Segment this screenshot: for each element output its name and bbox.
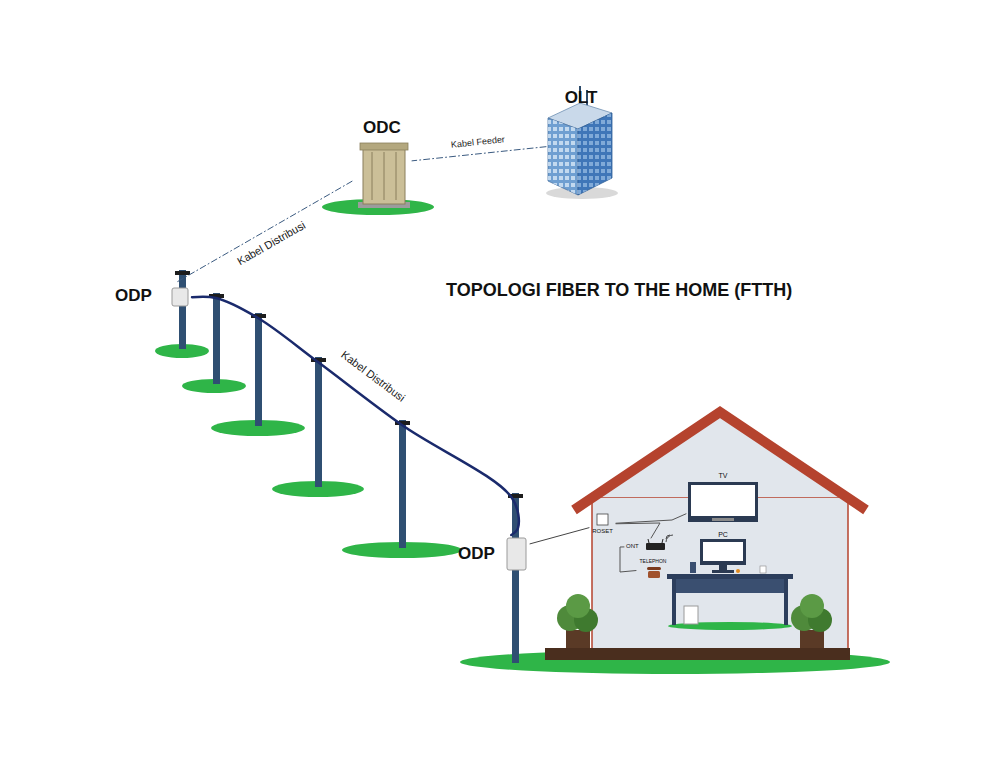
- odp-box: [172, 288, 188, 306]
- node-box: ONT: [624, 538, 668, 555]
- node-label: ODP: [458, 545, 495, 564]
- node-label: ODP: [115, 287, 152, 306]
- odp-box: [507, 538, 526, 570]
- diagram-title: TOPOLOGI FIBER TO THE HOME (FTTH): [446, 280, 792, 301]
- monitor-screen: [703, 542, 743, 561]
- waste-bin: [684, 606, 698, 624]
- node-label: ONT: [626, 543, 639, 550]
- pole: [179, 270, 186, 349]
- desk-leg: [672, 579, 676, 625]
- node-box: TV: [686, 471, 760, 524]
- node-box: ODP: [113, 282, 192, 310]
- node-label: ODC: [363, 119, 401, 138]
- tv-bar: [712, 518, 734, 521]
- node-box: ROSET: [589, 512, 616, 536]
- poles: [179, 270, 519, 663]
- phone-handset: [647, 567, 661, 570]
- phone-base: [648, 571, 660, 578]
- wifi-symbol: [666, 535, 673, 542]
- plant-pot: [566, 630, 590, 648]
- cable-line: [616, 523, 660, 538]
- building-face: [548, 118, 578, 195]
- pole: [315, 357, 322, 487]
- house-floor: [545, 648, 850, 660]
- node-box: ODC: [352, 118, 412, 210]
- router-antenna: [648, 539, 649, 543]
- cabinet-body: [363, 148, 405, 204]
- telephone: [647, 567, 661, 578]
- bush: [791, 594, 832, 648]
- cabinet-slat: [396, 152, 397, 200]
- bush-leaves: [566, 594, 590, 618]
- cable-label: Kabel Feeder: [448, 135, 507, 151]
- building-windows: [548, 118, 578, 195]
- bush: [557, 594, 598, 648]
- desk: [667, 574, 793, 630]
- desk-top: [667, 574, 793, 579]
- tv-screen: [691, 485, 755, 516]
- router-body: [646, 543, 665, 550]
- building-face: [578, 113, 612, 195]
- house-wall: [592, 497, 848, 650]
- pole: [399, 420, 406, 548]
- building-windows: [578, 113, 612, 195]
- crossarm: [175, 271, 190, 275]
- node-label: OLT: [565, 89, 598, 108]
- mug: [760, 566, 766, 573]
- node-label: PC: [718, 531, 728, 539]
- grass: [155, 199, 890, 674]
- cabinet-roof: [360, 143, 408, 150]
- tv-set: [688, 482, 758, 522]
- cable-label: Kabel Distribusi: [233, 218, 309, 269]
- cable-label: Kabel Distribusi: [338, 347, 410, 405]
- node-box: PC: [698, 530, 748, 567]
- monitor-frame: [700, 539, 746, 565]
- ont-router: [646, 535, 673, 550]
- roset-socket: [597, 514, 608, 525]
- cabinet-slat: [384, 152, 385, 200]
- dashed-cable: [177, 181, 352, 282]
- desk-drawer: [676, 579, 784, 593]
- cable-line: [192, 297, 519, 535]
- node-box: TELEPHON: [636, 558, 670, 580]
- olt-building: [546, 86, 618, 199]
- node-label: ROSET: [592, 528, 613, 535]
- router-antenna: [662, 539, 663, 543]
- speaker: [690, 562, 696, 573]
- pole: [255, 313, 262, 426]
- house: [545, 412, 866, 660]
- node-box: ODP: [456, 535, 530, 573]
- cable-line: [620, 547, 636, 572]
- cabinet-slat: [372, 152, 373, 200]
- node-box: OLT: [546, 88, 616, 198]
- node-label: TV: [719, 472, 728, 480]
- plant-pot: [800, 630, 824, 648]
- node-label: TELEPHON: [640, 559, 667, 565]
- odc-cabinet: [358, 143, 410, 208]
- pc-monitor: [690, 539, 766, 573]
- pole: [213, 293, 220, 384]
- mouse: [736, 569, 740, 573]
- cable-line: [616, 514, 686, 523]
- desk-leg: [784, 579, 788, 625]
- monitor-base: [712, 570, 734, 573]
- tv-frame: [688, 482, 758, 522]
- bush-leaves: [800, 594, 824, 618]
- cable-line: [530, 528, 589, 544]
- dashed-cable: [412, 147, 546, 161]
